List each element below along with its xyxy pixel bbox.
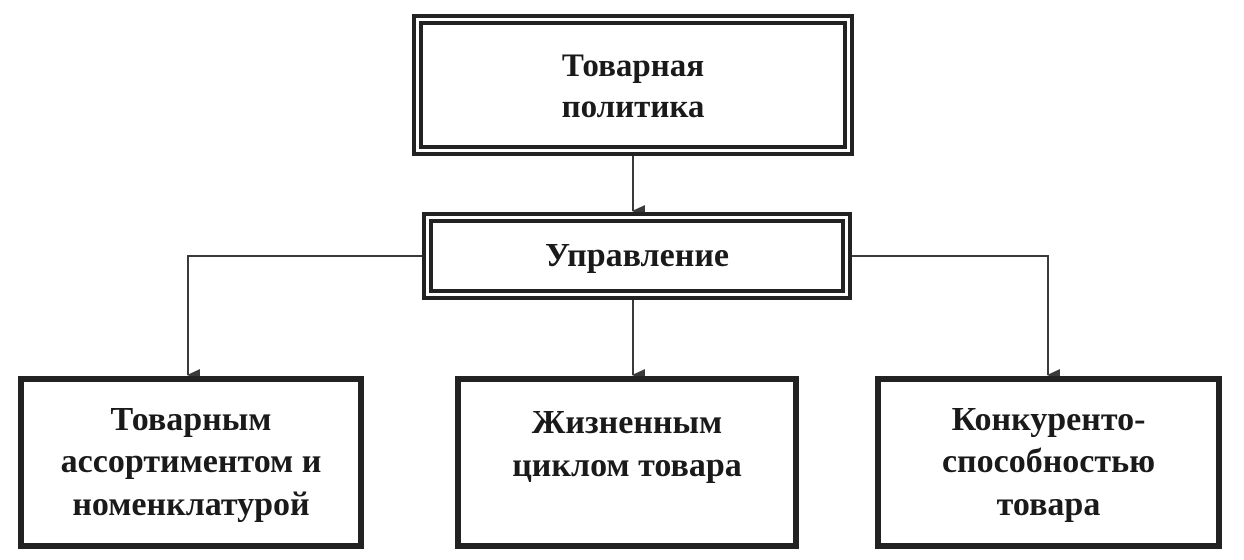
arrow-middle-to-left <box>187 255 422 381</box>
node-management: Управление <box>422 212 852 300</box>
node-competitiveness-label: Конкуренто- способностью товара <box>941 400 1156 523</box>
node-life-cycle-label: Жизненным циклом товара <box>512 404 742 484</box>
node-management-label: Управление <box>544 236 729 274</box>
node-life-cycle: Жизненным циклом товара <box>455 376 799 549</box>
node-assortment-label: Товарным ассортиментом и номенклатурой <box>60 400 322 523</box>
arrow-middle-to-right <box>852 255 1060 381</box>
node-assortment: Товарным ассортиментом и номенклатурой <box>18 376 364 549</box>
node-competitiveness: Конкуренто- способностью товара <box>875 376 1222 549</box>
node-product-policy-label: Товарная политика <box>561 47 705 125</box>
node-product-policy: Товарная политика <box>412 14 854 156</box>
